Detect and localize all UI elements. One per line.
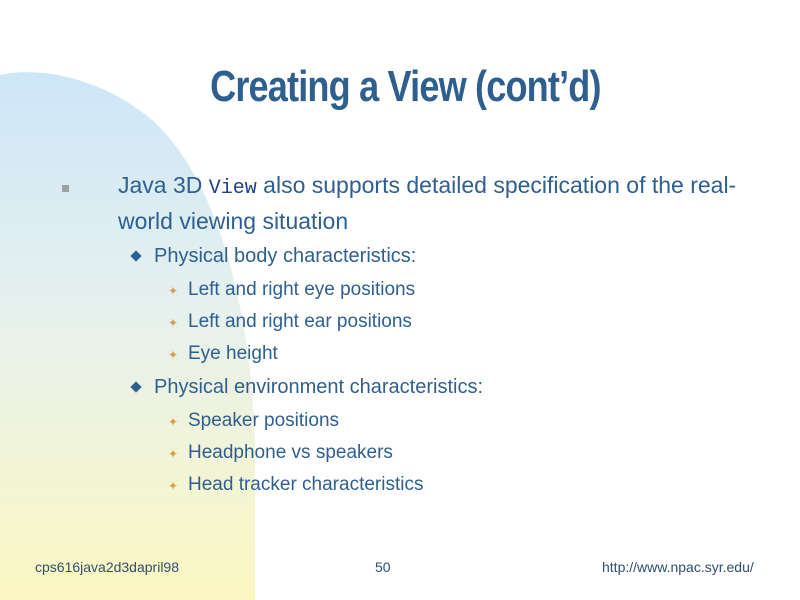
list-item-speaker-positions: Speaker positions <box>188 410 340 431</box>
sub-bullet-environment-label: Physical environment characteristics: <box>154 376 484 398</box>
list-item-eye-height: Eye height <box>188 343 278 364</box>
bullet-main-text: Java 3D View also supports detailed spec… <box>118 169 758 238</box>
star-bullet-icon: ✦ <box>168 316 179 330</box>
square-bullet-icon <box>62 185 69 192</box>
bullet-main-text-before: Java 3D <box>118 172 209 198</box>
footer-page-number: 50 <box>375 559 391 575</box>
list-item-head-tracker: Head tracker characteristics <box>188 474 424 495</box>
view-class-code: View <box>208 177 257 200</box>
list-item-ear-positions: Left and right ear positions <box>188 311 412 332</box>
star-bullet-icon: ✦ <box>168 447 179 461</box>
footer-url-link[interactable]: http://www.npac.syr.edu/ <box>602 559 754 575</box>
bullet-main-text-after: also supports detailed specification of … <box>118 172 737 234</box>
sub-bullet-body-label: Physical body characteristics: <box>154 245 417 267</box>
slide-title: Creating a View (cont’d) <box>210 62 601 111</box>
star-bullet-icon: ✦ <box>168 415 179 429</box>
star-bullet-icon: ✦ <box>168 348 179 362</box>
star-bullet-icon: ✦ <box>168 479 179 493</box>
list-item-eye-positions: Left and right eye positions <box>188 279 416 300</box>
list-item-headphone-vs-speakers: Headphone vs speakers <box>188 442 393 463</box>
footer-source-label: cps616java2d3dapril98 <box>35 559 179 575</box>
star-bullet-icon: ✦ <box>168 284 179 298</box>
